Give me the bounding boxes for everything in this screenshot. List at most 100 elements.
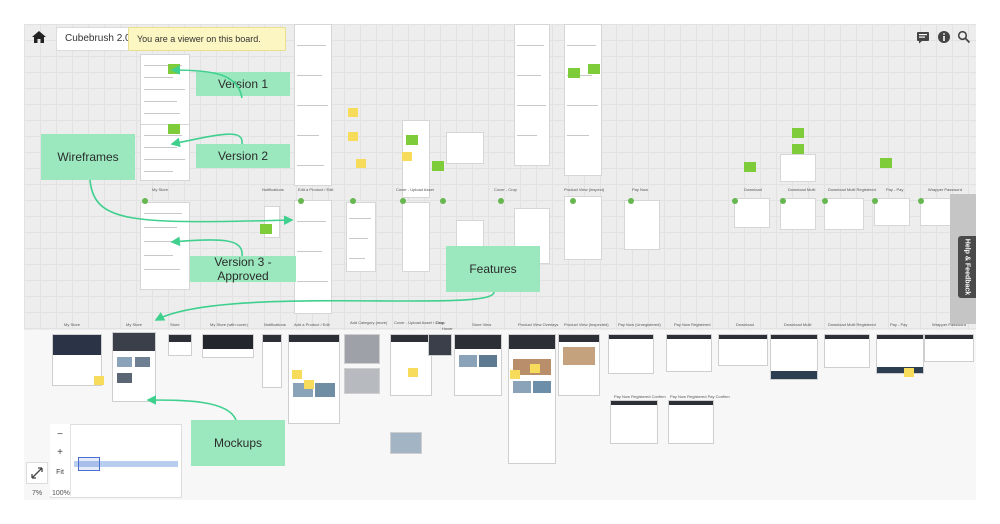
wireframe-screen[interactable]: [294, 24, 332, 186]
wireframe-screen[interactable]: [824, 198, 864, 230]
sticky-note[interactable]: [408, 368, 418, 377]
zoom-out-button[interactable]: −: [57, 429, 63, 440]
mockup-label: Hover: [442, 326, 453, 331]
mockup-label: My Store: [64, 322, 81, 327]
sticky-note[interactable]: [510, 370, 520, 379]
comment-icon[interactable]: [406, 135, 418, 145]
wireframe-screen[interactable]: [446, 132, 484, 164]
sticky-note[interactable]: [94, 376, 104, 385]
wireframe-screen[interactable]: [734, 198, 770, 228]
mockup-screen[interactable]: [344, 368, 380, 394]
comments-icon[interactable]: [916, 30, 930, 44]
comment-icon[interactable]: [792, 144, 804, 154]
status-dot: [350, 198, 356, 204]
status-dot: [498, 198, 504, 204]
expand-icon[interactable]: [26, 462, 48, 484]
sticky-note[interactable]: [402, 152, 412, 161]
version-3-label: Version 3 - Approved: [190, 255, 296, 283]
mockup-screen[interactable]: [288, 334, 340, 424]
mockup-label: Add a Product / Edit: [294, 322, 330, 327]
wireframe-label: Download: [744, 187, 762, 192]
info-icon[interactable]: [937, 30, 951, 44]
wireframe-screen[interactable]: [514, 24, 550, 166]
wireframe-screen[interactable]: [780, 198, 816, 230]
wireframe-screen[interactable]: [564, 24, 602, 176]
wireframe-screen[interactable]: [564, 196, 602, 260]
mockup-screen[interactable]: [666, 334, 712, 372]
sticky-note[interactable]: [904, 368, 914, 377]
comment-icon[interactable]: [168, 124, 180, 134]
home-icon[interactable]: [30, 29, 48, 45]
whiteboard-canvas[interactable]: Cubebrush 2.0 You are a viewer on this b…: [24, 24, 976, 500]
comment-icon[interactable]: [568, 68, 580, 78]
minimap-content: [74, 461, 178, 467]
wireframe-label: Edit a Product / Edit: [298, 187, 334, 192]
status-dot: [298, 198, 304, 204]
viewer-notice: You are a viewer on this board.: [128, 27, 286, 51]
wireframe-version-3[interactable]: [140, 202, 190, 290]
comment-icon[interactable]: [792, 128, 804, 138]
mockup-screen[interactable]: [558, 334, 600, 396]
minimap-viewport[interactable]: [78, 457, 100, 471]
fit-button[interactable]: Fit: [56, 469, 64, 476]
mockup-screen[interactable]: [924, 334, 974, 362]
comment-icon[interactable]: [744, 162, 756, 172]
mockup-screen[interactable]: [668, 400, 714, 444]
mockup-label: Notifications: [264, 322, 286, 327]
mockup-screen[interactable]: [454, 334, 502, 396]
zoom-in-button[interactable]: +: [57, 447, 63, 458]
sticky-note[interactable]: [304, 380, 314, 389]
comment-icon[interactable]: [432, 161, 444, 171]
mockup-screen[interactable]: [876, 334, 924, 374]
wireframe-label: Cover - Upload Asset: [396, 187, 434, 192]
mockup-screen[interactable]: [770, 334, 818, 380]
comment-icon[interactable]: [260, 224, 272, 234]
sticky-note[interactable]: [348, 108, 358, 117]
wireframe-screen[interactable]: [780, 154, 816, 182]
wireframe-label: Download Multi: [788, 187, 816, 192]
mockup-screen[interactable]: [824, 334, 870, 368]
mockup-screen[interactable]: [112, 332, 156, 402]
zoom-level: 7%: [32, 490, 43, 497]
sticky-note[interactable]: [348, 132, 358, 141]
mockup-screen[interactable]: [168, 334, 192, 356]
zoom-reset-button[interactable]: 100%: [52, 490, 70, 497]
comment-icon[interactable]: [880, 158, 892, 168]
status-dot: [142, 198, 148, 204]
board-title[interactable]: Cubebrush 2.0: [56, 27, 140, 51]
zoom-controls: − + Fit: [50, 424, 71, 496]
status-dot: [570, 198, 576, 204]
mockup-screen[interactable]: [390, 334, 432, 396]
status-dot: [732, 198, 738, 204]
sticky-note[interactable]: [356, 159, 366, 168]
mockup-label: Wrapper Password: [932, 322, 966, 327]
mockup-screen[interactable]: [610, 400, 658, 444]
wireframe-label: Pay Now: [632, 187, 649, 192]
sticky-note[interactable]: [530, 364, 540, 373]
mockup-screen[interactable]: [508, 334, 556, 464]
mockup-screen[interactable]: [390, 432, 422, 454]
wireframe-screen[interactable]: [624, 200, 660, 250]
search-icon[interactable]: [957, 30, 971, 44]
wireframe-label: Pay - Pay: [886, 187, 904, 192]
wireframe-version-1[interactable]: [140, 54, 190, 126]
mockup-screen[interactable]: [344, 334, 380, 364]
help-feedback-tab[interactable]: Help & Feedback: [958, 236, 976, 298]
wireframe-screen[interactable]: [346, 202, 376, 272]
wireframe-version-2[interactable]: [140, 124, 190, 181]
comment-icon[interactable]: [588, 64, 600, 74]
wireframe-screen[interactable]: [294, 200, 332, 314]
mockup-screen[interactable]: [428, 334, 452, 356]
sticky-note[interactable]: [292, 370, 302, 379]
mockup-screen[interactable]: [202, 334, 254, 358]
version-2-label: Version 2: [196, 144, 290, 168]
mockup-screen[interactable]: [52, 334, 102, 386]
status-dot: [780, 198, 786, 204]
status-dot: [822, 198, 828, 204]
mockup-screen[interactable]: [262, 334, 282, 388]
wireframe-screen[interactable]: [402, 202, 430, 272]
wireframe-screen[interactable]: [874, 198, 910, 226]
wireframe-label: My Store: [152, 187, 169, 192]
mockup-screen[interactable]: [718, 334, 768, 366]
mockup-screen[interactable]: [608, 334, 654, 374]
